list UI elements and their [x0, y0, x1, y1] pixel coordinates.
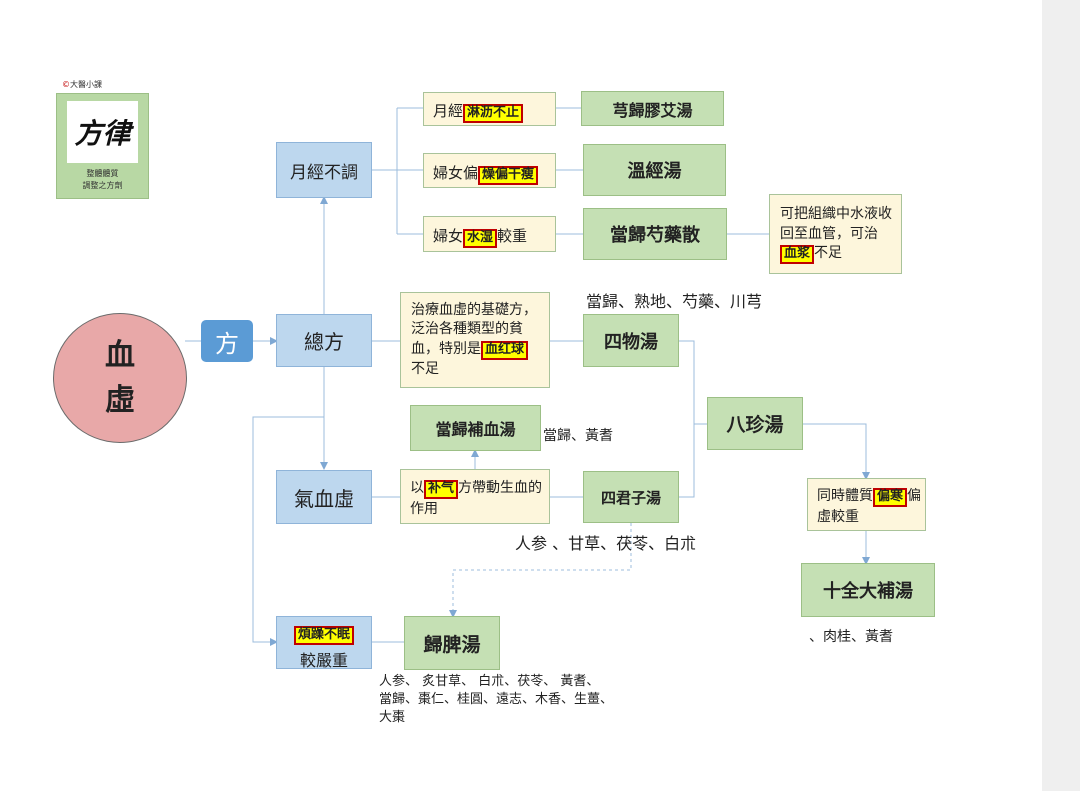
center-line2: 虛 [105, 383, 135, 418]
formula-guipi: 歸脾湯 [404, 616, 500, 670]
shiquan-ingredients: 、肉桂、黃耆 [809, 629, 893, 645]
connector-lines [185, 107, 870, 646]
general-formula-node: 總方 [276, 314, 372, 367]
shiquan-prefix: 同時體質 [817, 488, 873, 504]
buxue-ingredients: 當歸、黃耆 [543, 428, 613, 444]
shiquan-highlight: 偏寒 [873, 488, 908, 507]
formula-siwu: 四物湯 [583, 314, 679, 367]
center-line1: 血 [105, 338, 135, 373]
right-scroll-gutter [1042, 0, 1080, 791]
shuiye-prefix: 可把組織中水液收回至血管，可治 [780, 206, 892, 242]
guipi-ingredients-line3: 大棗 [379, 710, 406, 726]
cold-deficiency-condition: 同時體質偏寒偏虛較重 [807, 478, 926, 531]
formula-wenjing: 溫經湯 [583, 144, 726, 196]
logo-caption: 整體體質 調整之方劑 [57, 168, 148, 192]
shuiye-suffix: 不足 [814, 245, 843, 262]
c1-prefix: 月經 [433, 102, 464, 120]
c1-highlight: 淋沥不止 [463, 104, 524, 123]
siwu-desc-highlight: 血红球 [481, 340, 529, 360]
formula-sijunzi: 四君子湯 [583, 471, 679, 523]
plasma-note: 可把組織中水液收回至血管，可治血浆不足 [769, 194, 902, 274]
siwu-description: 治療血虛的基礎方，泛治各種類型的貧血，特別是血红球不足 [400, 292, 550, 388]
logo-caption-line1: 整體體質 [86, 169, 119, 178]
condition-dry-thin: 婦女偏燥偏干瘦 [423, 153, 556, 188]
c2-prefix: 婦女偏 [433, 164, 479, 182]
blood-deficiency-node: 血 虛 [53, 313, 187, 443]
brand-label: ©大醫小課 [62, 79, 102, 90]
c3-prefix: 婦女 [433, 227, 464, 245]
buqi-description: 以补气方帶動生血的作用 [400, 469, 550, 524]
siwu-desc-prefix: 治療血虛的基礎方，泛治各種類型的貧血，特別是 [411, 302, 537, 357]
siwu-desc-suffix: 不足 [411, 360, 439, 377]
c2-highlight: 燥偏干瘦 [478, 166, 539, 185]
formula-danggui-buxue: 當歸補血湯 [410, 405, 541, 451]
qi-blood-deficiency-node: 氣血虛 [276, 470, 372, 524]
insomnia-severe-node: 煩躁不眠 較嚴重 [276, 616, 372, 670]
formula-xionggui-jiaoai: 芎歸膠艾湯 [581, 91, 724, 126]
logo-caption-line2: 調整之方劑 [82, 181, 123, 190]
buqi-highlight: 补气 [424, 480, 459, 499]
c3-highlight: 水湿 [463, 229, 498, 248]
guipi-ingredients-line1: 人参、 炙甘草、 白朮、茯苓、 黃耆、 [379, 674, 600, 689]
guipi-ingredients: 人参、 炙甘草、 白朮、茯苓、 黃耆、 當歸、棗仁、桂圓、遠志、木香、生薑、 大… [379, 673, 613, 728]
brand-name: 大醫小課 [70, 80, 102, 89]
insomnia-rest: 較嚴重 [299, 650, 348, 670]
logo-calligraphy: 方律 [67, 101, 138, 163]
shuiye-highlight: 血浆 [780, 245, 815, 265]
condition-prolonged-menses: 月經淋沥不止 [423, 92, 556, 126]
buqi-suffix: 方帶動生血的作用 [410, 480, 543, 517]
c3-suffix: 較重 [497, 227, 528, 245]
condition-water-damp: 婦女水湿較重 [423, 216, 556, 252]
logo: 方律 整體體質 調整之方劑 [56, 93, 149, 199]
fang-node: 方 [201, 320, 253, 362]
buqi-prefix: 以 [410, 480, 424, 496]
formula-danggui-shaoyao: 當歸芍藥散 [583, 208, 727, 260]
sijunzi-ingredients: 人参 、甘草、茯苓、白朮 [515, 534, 697, 553]
formula-bazhen: 八珍湯 [707, 397, 803, 450]
guipi-ingredients-line2: 當歸、棗仁、桂圓、遠志、木香、生薑、 [379, 692, 614, 708]
shiquan-suffix: 偏虛較重 [817, 488, 922, 525]
insomnia-highlight: 煩躁不眠 [293, 626, 354, 645]
menstrual-irregular-node: 月經不調 [276, 142, 372, 198]
formula-shiquan-dabu: 十全大補湯 [801, 563, 935, 617]
siwu-ingredients: 當歸、熟地、芍藥、川芎 [586, 292, 763, 311]
copyright-mark: © [62, 80, 70, 89]
